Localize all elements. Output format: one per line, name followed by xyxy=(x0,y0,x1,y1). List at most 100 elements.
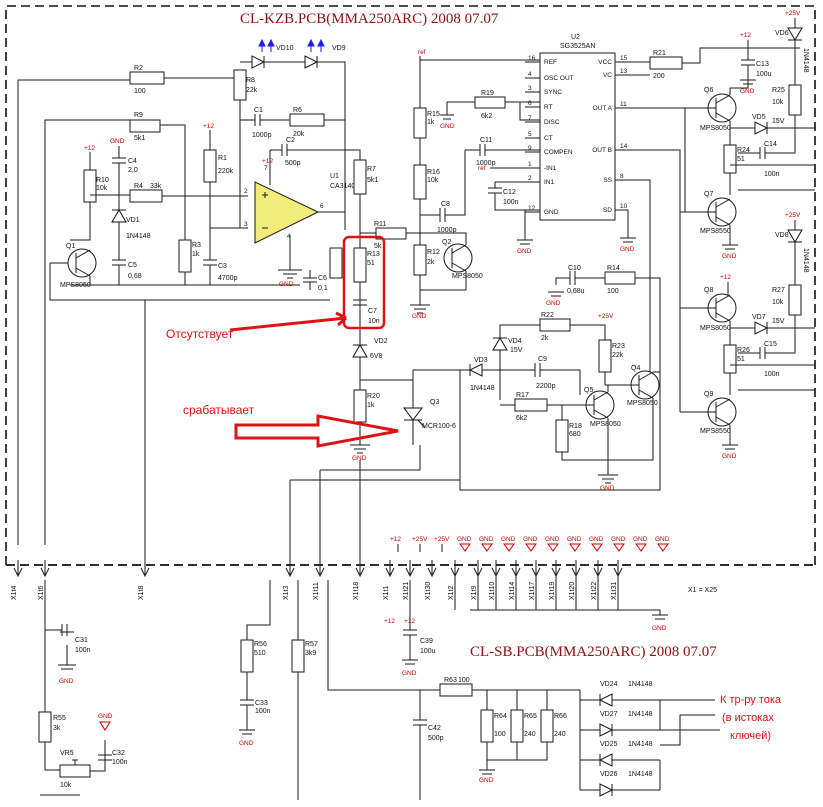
svg-text:100u: 100u xyxy=(420,648,436,655)
svg-text:R56: R56 xyxy=(254,641,267,648)
svg-text:20k: 20k xyxy=(293,131,305,138)
connector-pin xyxy=(385,560,395,578)
svg-text:R10: R10 xyxy=(96,177,109,184)
ic-pin-name: -IN1 xyxy=(544,165,557,172)
svg-text:MPS8050: MPS8050 xyxy=(700,325,731,332)
svg-text:C32: C32 xyxy=(112,750,125,757)
resistor-r15 xyxy=(413,107,427,139)
svg-text:10k: 10k xyxy=(60,782,72,789)
svg-text:R14: R14 xyxy=(607,265,620,272)
svg-text:C42: C42 xyxy=(428,725,441,732)
power-label: GND xyxy=(457,536,472,543)
svg-text:C13: C13 xyxy=(756,61,769,68)
transistor-q1 xyxy=(67,248,97,278)
svg-text:1N4148: 1N4148 xyxy=(628,741,653,748)
connector-label: X1t2 xyxy=(448,585,455,600)
svg-text:MCR100-6: MCR100-6 xyxy=(422,423,456,430)
svg-text:1N4148: 1N4148 xyxy=(628,681,653,688)
svg-text:4: 4 xyxy=(287,233,291,240)
svg-text:+12: +12 xyxy=(262,158,273,165)
svg-text:C14: C14 xyxy=(764,141,777,148)
svg-text:3k9: 3k9 xyxy=(305,650,316,657)
connector-label: X1t9 xyxy=(471,585,478,600)
resistor-r10 xyxy=(83,169,97,203)
power-label: GND xyxy=(479,536,494,543)
ic-pin-number: 1 xyxy=(528,161,532,168)
svg-text:510: 510 xyxy=(254,650,266,657)
ic-pin-number: 5 xyxy=(528,131,532,138)
svg-text:2200p: 2200p xyxy=(536,383,556,390)
svg-text:100: 100 xyxy=(134,88,146,95)
ic-pin-name: VCC xyxy=(598,59,612,66)
connector-label: X1t20 xyxy=(569,582,576,600)
svg-text:GND: GND xyxy=(279,281,294,288)
svg-text:R63: R63 xyxy=(444,677,457,684)
resistor-r23 xyxy=(598,339,612,373)
svg-text:C6: C6 xyxy=(318,275,327,282)
connector-pin xyxy=(593,560,603,578)
svg-text:VD25: VD25 xyxy=(600,741,618,748)
opamp-u1 xyxy=(254,181,320,244)
ic-pin-name: OUT B xyxy=(592,147,612,154)
svg-text:15V: 15V xyxy=(772,118,785,125)
ic-pin-name: REF xyxy=(544,59,557,66)
svg-text:1N4148: 1N4148 xyxy=(802,248,809,273)
svg-text:GND: GND xyxy=(722,453,737,460)
svg-text:VD4: VD4 xyxy=(508,338,522,345)
connector-pin xyxy=(355,560,365,578)
svg-text:2k: 2k xyxy=(427,259,435,266)
svg-text:C2: C2 xyxy=(286,137,295,144)
svg-text:C5: C5 xyxy=(128,262,137,269)
svg-text:Q7: Q7 xyxy=(704,191,713,198)
resistor-r9 xyxy=(129,119,161,133)
ic-pin-name: OUT A xyxy=(593,105,613,112)
svg-text:33k: 33k xyxy=(150,183,162,190)
resistor-r14 xyxy=(604,271,636,285)
connector-pin xyxy=(315,560,325,578)
svg-text:R2: R2 xyxy=(134,65,143,72)
connector-pin xyxy=(450,560,460,578)
svg-text:3k: 3k xyxy=(53,725,61,732)
svg-text:R4: R4 xyxy=(134,183,143,190)
svg-text:R21: R21 xyxy=(653,50,666,57)
note-current-1: К тр-ру тока xyxy=(720,694,782,706)
resistor-r66 xyxy=(540,709,554,743)
svg-text:2: 2 xyxy=(244,188,248,195)
svg-text:10k: 10k xyxy=(772,99,784,106)
svg-text:R65: R65 xyxy=(524,713,537,720)
svg-text:VD6: VD6 xyxy=(775,30,789,37)
ic-pin-number: 14 xyxy=(620,143,628,150)
ic-pin-number: 15 xyxy=(620,55,628,62)
resistor-r6 xyxy=(289,113,325,127)
svg-text:ref: ref xyxy=(418,49,426,56)
transistor-q2 xyxy=(443,243,473,273)
resistor-r18 xyxy=(555,419,569,453)
resistor-r7 xyxy=(353,159,367,195)
ic-pin-number: 10 xyxy=(620,203,628,210)
resistor-r20 xyxy=(353,389,367,423)
svg-text:10n: 10n xyxy=(368,318,380,325)
ic-pin-name: RT xyxy=(544,104,553,111)
resistor-r22 xyxy=(539,318,571,332)
svg-text:R6: R6 xyxy=(293,107,302,114)
ic-pin-number: 6 xyxy=(528,100,532,107)
svg-text:R22: R22 xyxy=(541,312,554,319)
svg-text:0,1: 0,1 xyxy=(318,285,328,292)
svg-text:R9: R9 xyxy=(134,112,143,119)
svg-text:GND: GND xyxy=(440,123,455,130)
svg-text:C7: C7 xyxy=(368,308,377,315)
svg-text:100n: 100n xyxy=(75,647,91,654)
svg-text:22k: 22k xyxy=(246,87,258,94)
svg-text:+25V: +25V xyxy=(785,10,801,17)
ic-pin-name: OSC OUT xyxy=(544,75,574,82)
svg-text:100: 100 xyxy=(494,731,506,738)
svg-text:R16: R16 xyxy=(427,169,440,176)
svg-text:MPS8550: MPS8550 xyxy=(700,228,731,235)
svg-text:GND: GND xyxy=(600,485,615,492)
svg-text:U2: U2 xyxy=(571,34,580,41)
power-label: GND xyxy=(655,536,670,543)
ic-sg3525 xyxy=(539,52,616,221)
